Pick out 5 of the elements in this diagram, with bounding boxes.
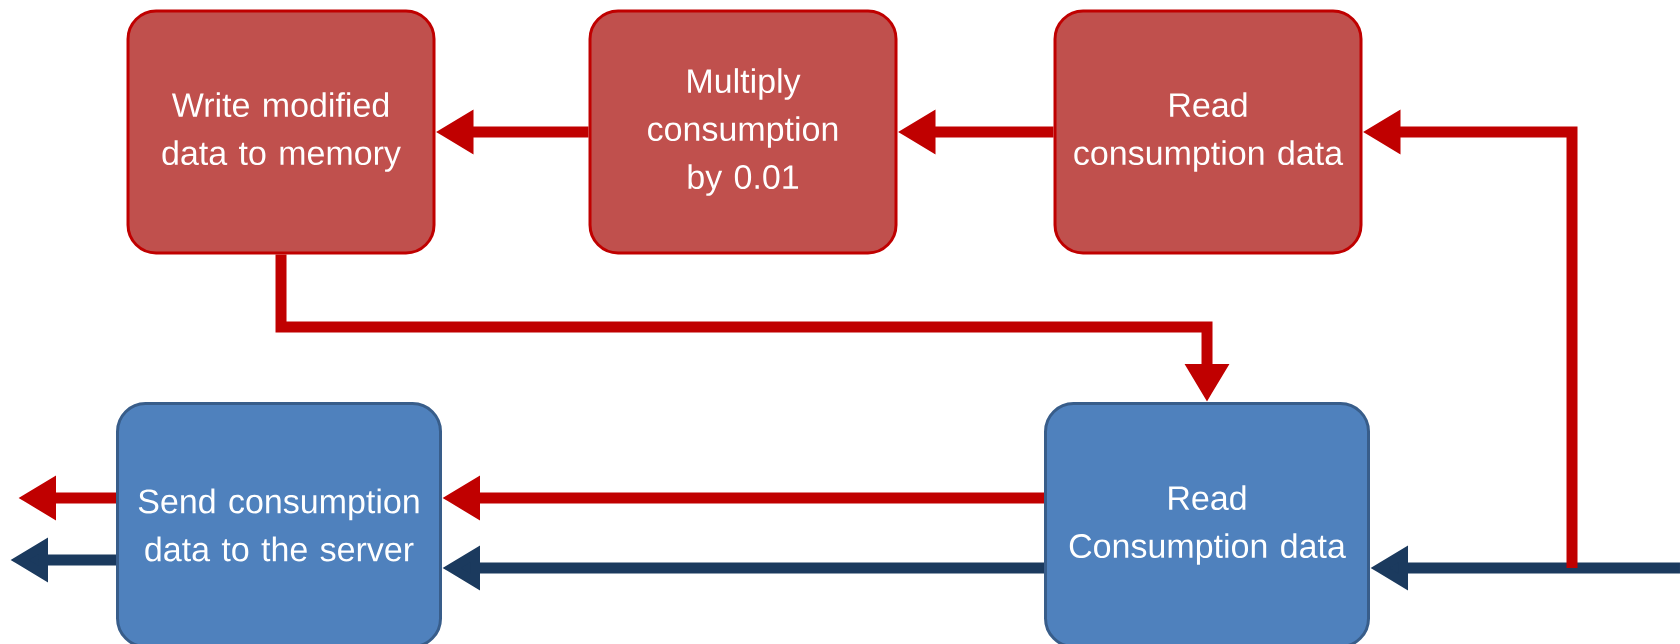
- process-box: Read consumption data: [1053, 9, 1363, 255]
- process-box: Multiply consumption by 0.01: [588, 9, 898, 255]
- process-box: Send consumption data to the server: [116, 402, 442, 644]
- process-box: Read Consumption data: [1044, 402, 1370, 644]
- process-box: Write modified data to memory: [126, 9, 436, 255]
